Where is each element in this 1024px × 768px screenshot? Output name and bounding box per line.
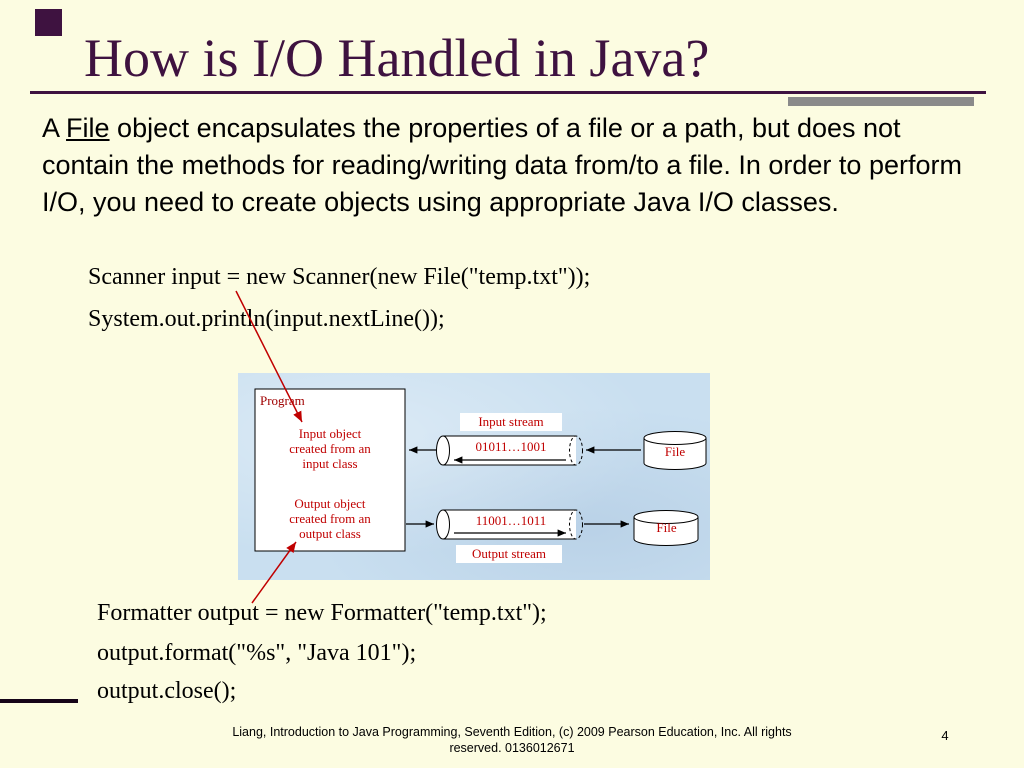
- body-text-pre: A: [42, 113, 67, 143]
- output-object-text: Output object created from an output cla…: [289, 496, 371, 541]
- code-line-close: output.close();: [97, 678, 237, 704]
- code-line-formatter: Formatter output = new Formatter("temp.t…: [97, 600, 547, 626]
- input-stream-bits: 01011…1001: [465, 439, 557, 455]
- output-stream-bits: 11001…1011: [465, 513, 557, 529]
- slide-title: How is I/O Handled in Java?: [84, 28, 710, 88]
- code-line-println: System.out.println(input.nextLine());: [88, 306, 445, 332]
- file-underlined-word: File: [66, 113, 110, 143]
- input-object-text: Input object created from an input class: [289, 426, 371, 471]
- page-number: 4: [941, 728, 949, 743]
- code-line-format: output.format("%s", "Java 101");: [97, 640, 417, 666]
- program-label: Program: [260, 393, 305, 408]
- io-diagram: Program Input object created from an inp…: [238, 373, 710, 580]
- code-line-scanner: Scanner input = new Scanner(new File("te…: [88, 264, 591, 290]
- title-bullet-square: [35, 9, 62, 36]
- body-text-post: object encapsulates the properties of a …: [42, 113, 962, 217]
- file-cylinder-top: [643, 431, 707, 470]
- file-top-label: File: [664, 444, 686, 459]
- output-stream-label: Output stream: [456, 545, 562, 563]
- body-paragraph: A File object encapsulates the propertie…: [42, 110, 994, 221]
- title-underline: [30, 91, 986, 94]
- file-cylinder-bottom: [633, 510, 699, 546]
- footer-citation: Liang, Introduction to Java Programming,…: [232, 725, 792, 755]
- bottom-left-rule: [0, 699, 78, 703]
- file-bottom-label: File: [656, 520, 677, 535]
- input-stream-label: Input stream: [460, 413, 562, 431]
- io-diagram-shapes: [254, 388, 707, 552]
- title-underline-shadow: [788, 97, 974, 106]
